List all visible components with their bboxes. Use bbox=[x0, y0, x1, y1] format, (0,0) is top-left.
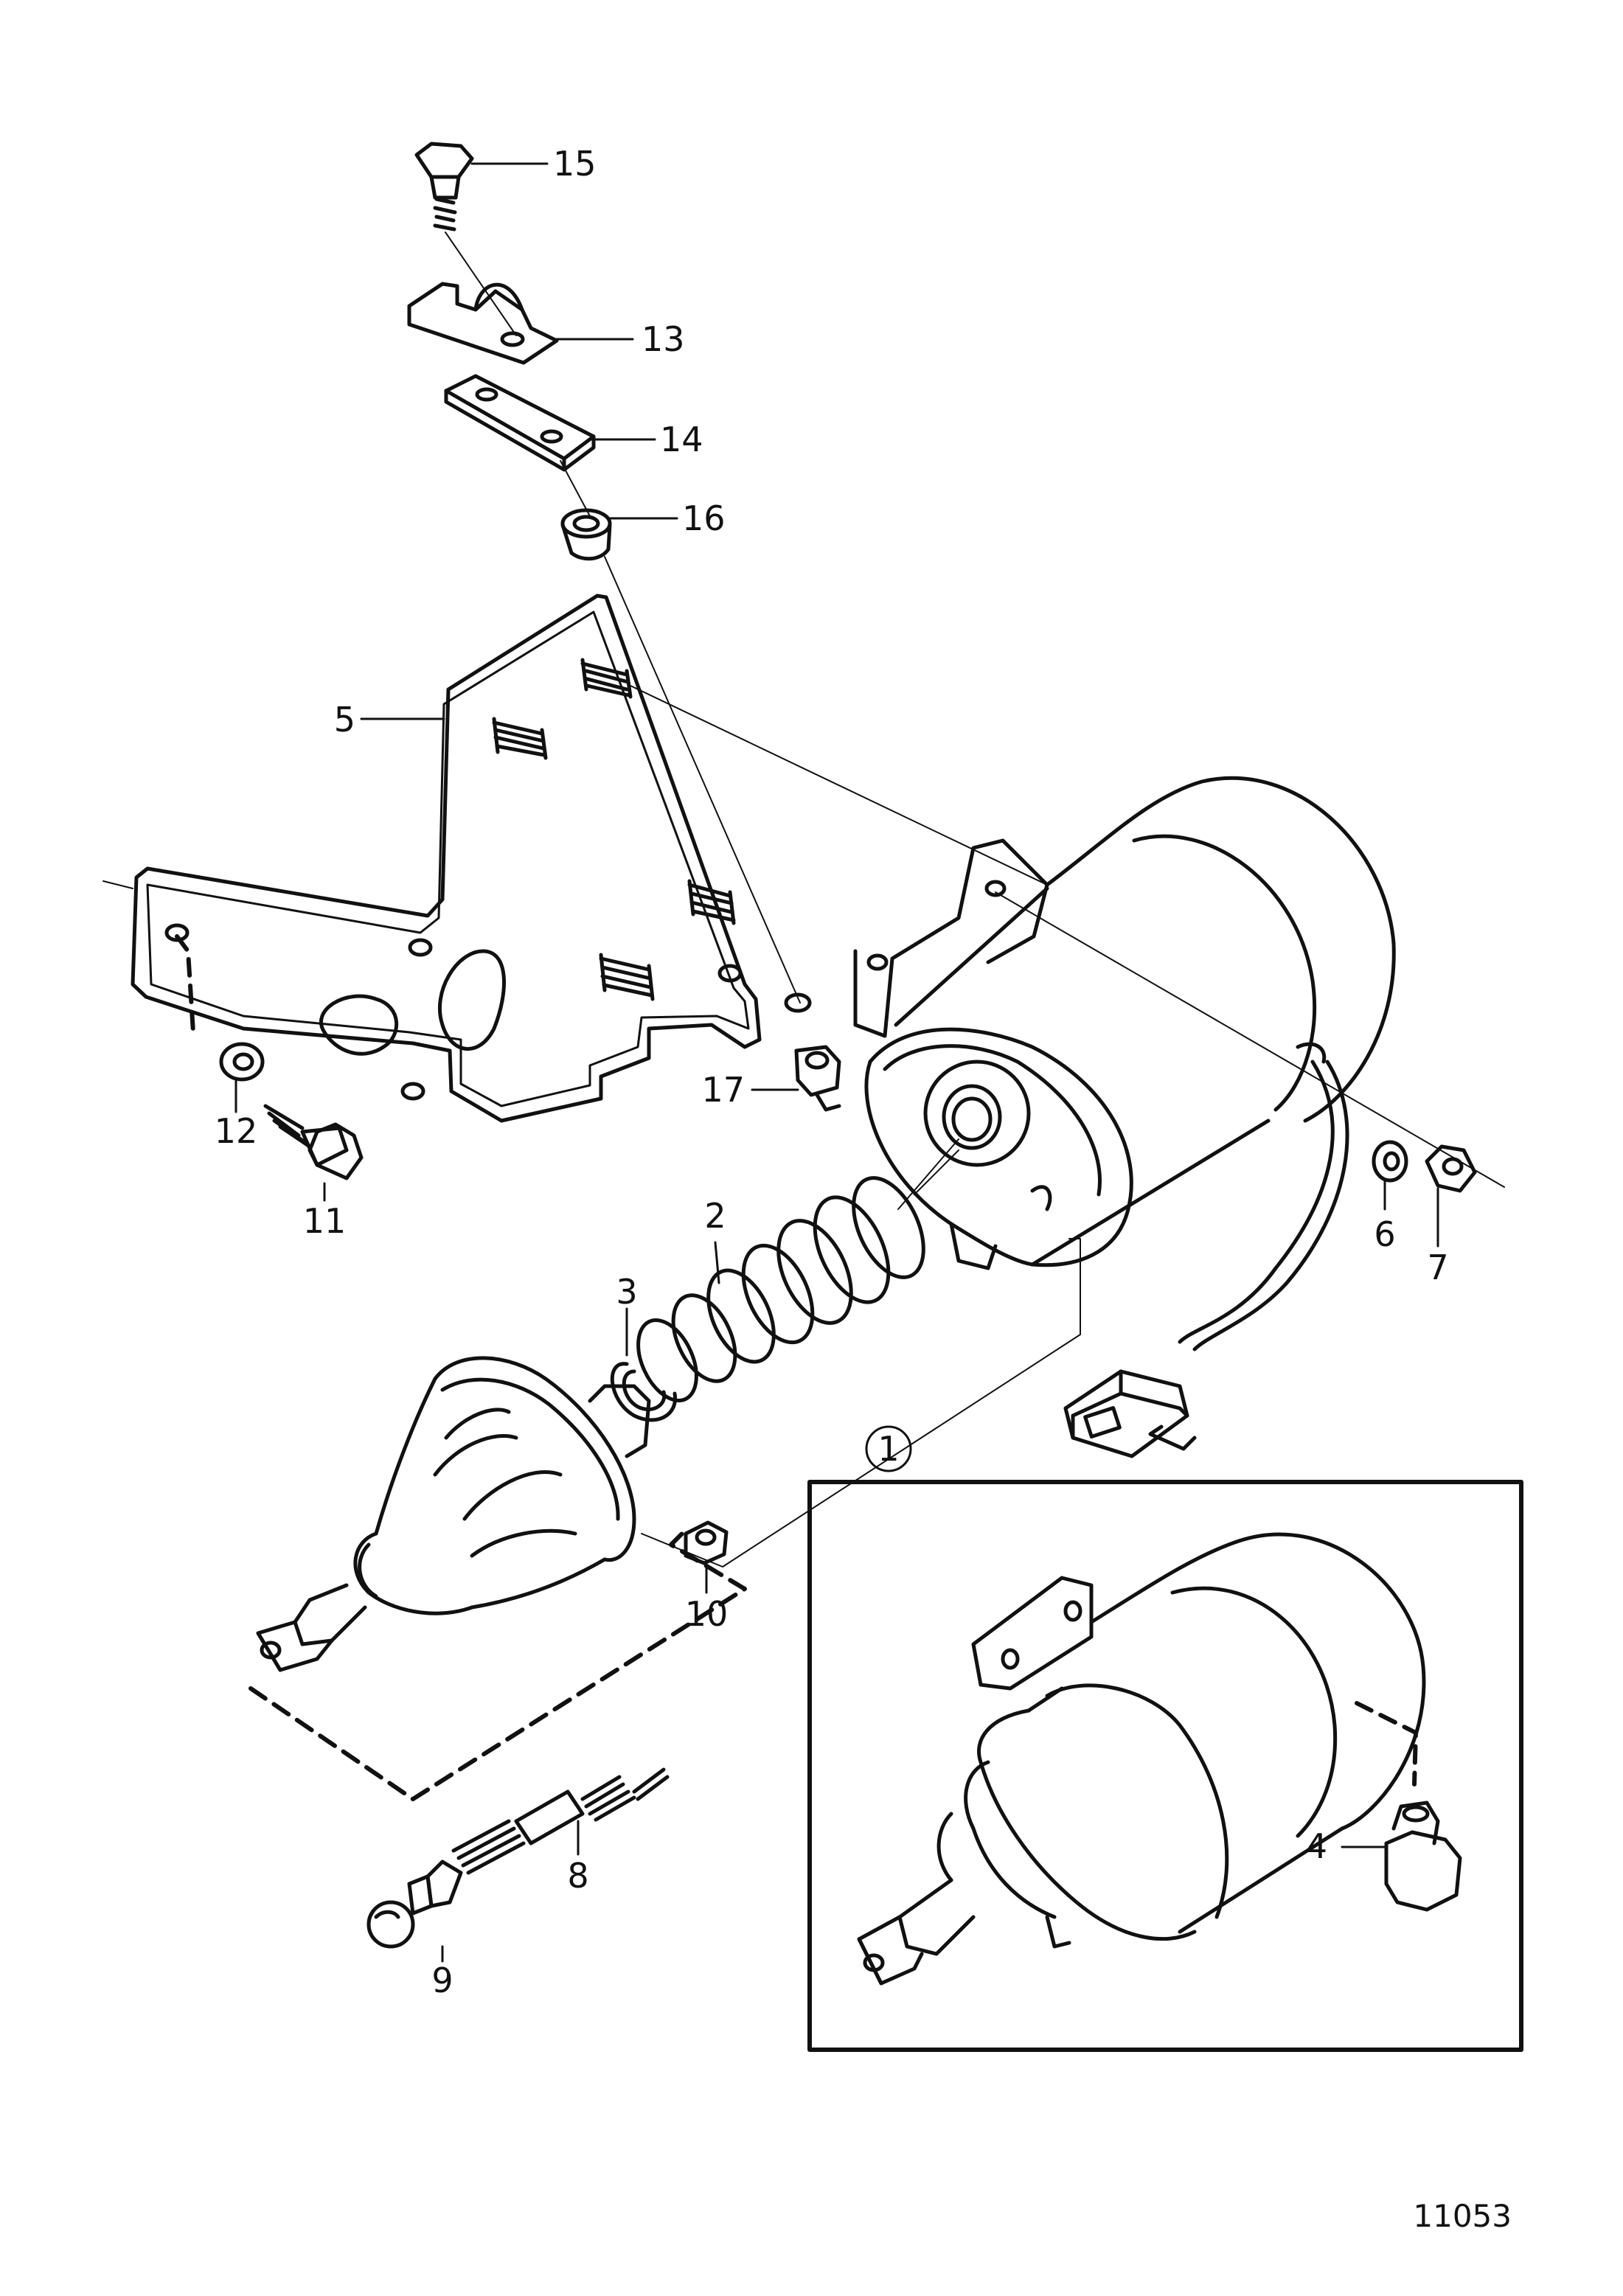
callout-14: 14 bbox=[660, 420, 703, 459]
bracket-5 bbox=[131, 594, 812, 1123]
ball-joint-9 bbox=[366, 1860, 463, 1949]
nut-17 bbox=[794, 1045, 841, 1112]
clamp-13 bbox=[407, 282, 559, 365]
callout-9: 9 bbox=[431, 1961, 453, 2000]
callout-4: 4 bbox=[1306, 1826, 1327, 1866]
callout-6: 6 bbox=[1374, 1214, 1395, 1254]
solenoid-assembly bbox=[853, 776, 1396, 1351]
callout-8: 8 bbox=[567, 1856, 588, 1896]
callout-2: 2 bbox=[704, 1196, 726, 1236]
callout-1: 1 bbox=[877, 1429, 899, 1469]
inset-frame bbox=[807, 1480, 1523, 2052]
callout-17: 17 bbox=[701, 1070, 745, 1110]
washer-6 bbox=[1372, 1140, 1408, 1183]
stud-lower-left bbox=[599, 953, 655, 1001]
sleeve-16 bbox=[560, 508, 612, 561]
callout-10: 10 bbox=[685, 1594, 729, 1634]
callout-3: 3 bbox=[616, 1272, 637, 1312]
nut-4 bbox=[1384, 1801, 1462, 1912]
washer-12 bbox=[219, 1042, 265, 1082]
adjusting-screw-8 bbox=[451, 1767, 670, 1875]
nut-10 bbox=[684, 1520, 729, 1565]
callout-12: 12 bbox=[215, 1111, 258, 1151]
bellows-boot bbox=[256, 1356, 651, 1672]
stud-upper-right bbox=[580, 658, 633, 699]
inset-solenoid bbox=[857, 1532, 1426, 1986]
callout-5: 5 bbox=[334, 700, 355, 740]
plate-14 bbox=[444, 374, 596, 472]
callout-15: 15 bbox=[553, 144, 597, 184]
stud-upper-left bbox=[492, 717, 548, 760]
callout-16: 16 bbox=[682, 498, 726, 538]
circlip-3 bbox=[610, 1362, 677, 1422]
stud-lower-right bbox=[687, 879, 736, 925]
screw-11 bbox=[263, 1104, 364, 1180]
nut-7 bbox=[1425, 1144, 1477, 1193]
electrical-connector bbox=[1063, 1369, 1197, 1458]
callout-13: 13 bbox=[642, 319, 685, 359]
spring-2 bbox=[636, 1176, 925, 1402]
bolt-15 bbox=[414, 142, 474, 232]
callout-11: 11 bbox=[303, 1201, 347, 1241]
callout-7: 7 bbox=[1427, 1248, 1448, 1287]
figure-number: 11053 bbox=[1413, 2198, 1512, 2234]
